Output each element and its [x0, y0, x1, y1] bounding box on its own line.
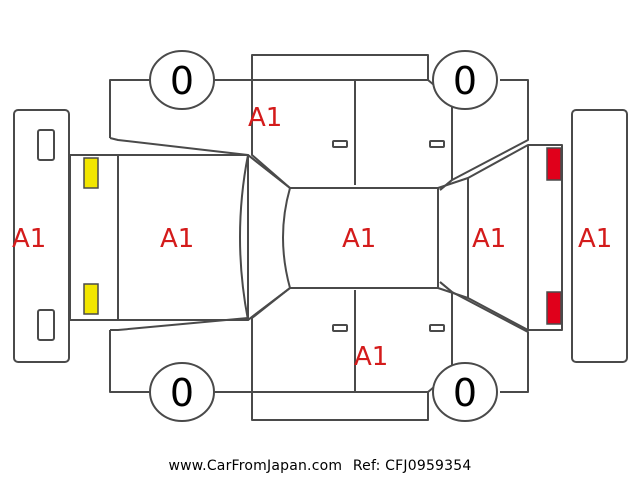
- headlamp-right: [83, 283, 99, 315]
- rear-hatch-panel: [467, 144, 529, 331]
- taillamps: [546, 147, 562, 325]
- grade-hood: A1: [160, 224, 194, 254]
- upper-side-panel: [109, 54, 529, 191]
- lower-door-handle-rear: [429, 324, 445, 332]
- footer-watermark: www.CarFromJapan.com Ref: CFJ0959354: [0, 458, 640, 474]
- tire-front-left: 0: [149, 50, 215, 110]
- tire-rear-left: 0: [432, 50, 498, 110]
- svg-text:0: 0: [453, 59, 477, 103]
- taillamp-left: [546, 147, 562, 181]
- grade-upper-side: A1: [248, 103, 282, 133]
- tire-rear-right: 0: [432, 362, 498, 422]
- lower-side-panel: [109, 281, 529, 421]
- grade-front-bumper: A1: [12, 224, 46, 254]
- lower-door-handle-front: [332, 324, 348, 332]
- svg-text:0: 0: [170, 371, 194, 415]
- footer-reference: Ref: CFJ0959354: [352, 458, 472, 474]
- rear-fascia: [528, 144, 563, 331]
- upper-door-handle-front: [332, 140, 348, 148]
- top-view-body: [69, 144, 563, 331]
- svg-text:0: 0: [453, 371, 477, 415]
- svg-text:0: 0: [170, 59, 194, 103]
- footer-website: www.CarFromJapan.com: [168, 458, 343, 474]
- grade-roof: A1: [342, 224, 376, 254]
- tires: 0 0 0 0: [149, 50, 498, 422]
- rear-bumper: [571, 109, 628, 363]
- grade-lower-side: A1: [354, 342, 388, 372]
- hood-panel: [118, 154, 249, 321]
- grade-rear-bumper: A1: [578, 224, 612, 254]
- rear-window: [437, 177, 469, 299]
- upper-door-handle-rear: [429, 140, 445, 148]
- tire-front-right: 0: [149, 362, 215, 422]
- grade-rear-hatch: A1: [472, 224, 506, 254]
- headlamp-left: [83, 157, 99, 189]
- taillamp-right: [546, 291, 562, 325]
- headlamps: [83, 157, 99, 315]
